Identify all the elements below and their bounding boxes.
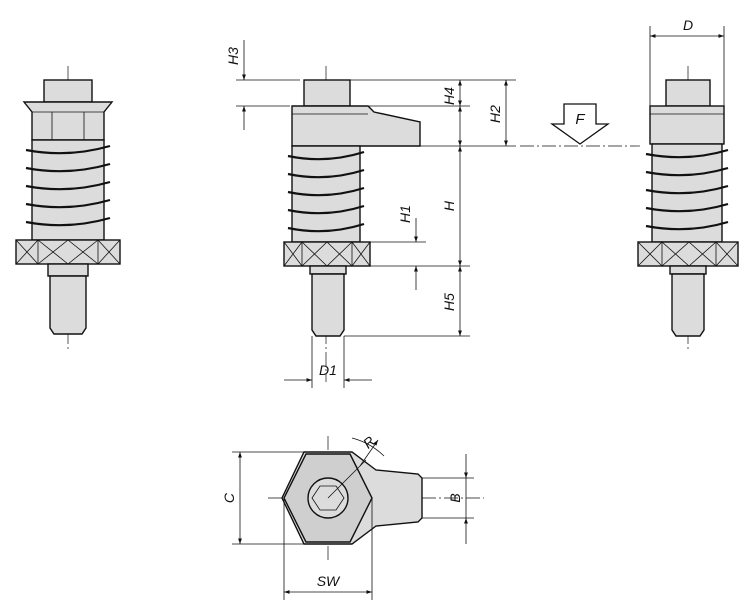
right-spring-coils <box>645 148 729 231</box>
h4-label: H4 <box>441 87 457 105</box>
h2-label: H2 <box>487 105 503 123</box>
left-pin-collar <box>47 263 89 277</box>
h5-label: H5 <box>441 293 457 311</box>
h3-label: H3 <box>225 47 241 65</box>
dimension-lines-middle: H3 H4 H2 H H1 H5 D1 <box>225 40 516 388</box>
right-pin-collar <box>669 265 707 275</box>
sw-label: SW <box>317 573 341 589</box>
dimension-d: D <box>649 17 725 106</box>
left-threaded-pin <box>49 275 87 335</box>
left-base-washer <box>15 239 121 265</box>
right-side-view <box>637 66 739 350</box>
b-label: B <box>447 493 463 502</box>
cam-lever <box>291 105 421 147</box>
right-threaded-pin <box>671 273 705 337</box>
h-label: H <box>441 200 457 211</box>
d-label: D <box>683 17 693 33</box>
left-hex-nut <box>22 101 114 141</box>
hex-socket <box>311 485 345 511</box>
middle-base-washer <box>283 241 371 267</box>
h1-label: H1 <box>397 205 413 223</box>
middle-top-cap <box>303 79 351 107</box>
c-label: C <box>221 492 237 503</box>
force-indicator: F <box>520 103 640 147</box>
r-arc <box>351 437 385 457</box>
right-lever-block <box>649 105 725 145</box>
left-side-view <box>15 66 121 350</box>
force-arrow <box>549 103 611 145</box>
middle-pin-collar <box>309 265 347 275</box>
middle-side-view <box>283 66 421 382</box>
right-top-cap <box>665 79 711 107</box>
middle-threaded-pin <box>311 273 345 337</box>
force-label: F <box>575 111 585 128</box>
top-view: R C B SW <box>221 433 484 600</box>
left-top-cap <box>43 79 93 103</box>
left-spring-coils <box>25 144 111 227</box>
right-base-washer <box>637 241 739 267</box>
middle-spring-coils <box>287 150 365 233</box>
d1-label: D1 <box>319 362 337 378</box>
